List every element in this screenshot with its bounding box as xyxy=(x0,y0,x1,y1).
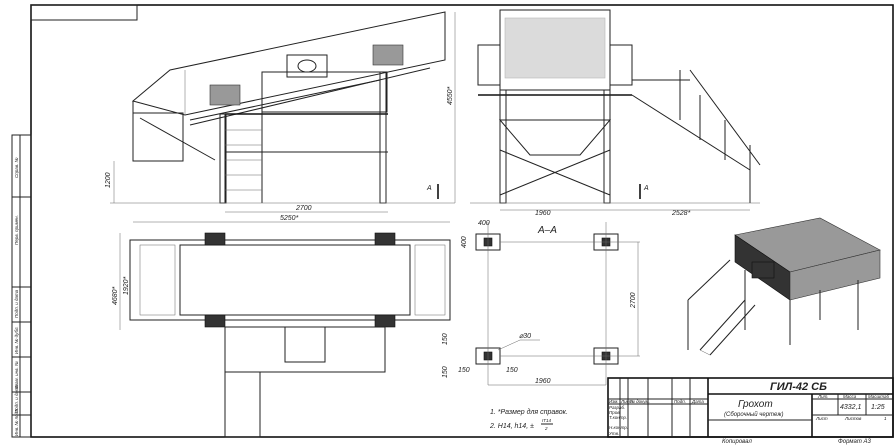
role-tech-control: Т.контр. xyxy=(609,415,627,420)
header-date: Дата xyxy=(691,399,704,404)
scale-label: Масштаб xyxy=(868,394,889,399)
note-1: 1. *Размер для справок. xyxy=(490,408,568,416)
scale-value: 1:25 xyxy=(871,404,885,411)
dim-offset-left: 150 xyxy=(458,367,470,374)
plan-stairs xyxy=(224,371,261,438)
stamp-label: Взам. инв. № xyxy=(14,361,19,389)
format-label: Формат А3 xyxy=(838,439,871,445)
section-mark: А xyxy=(643,185,649,192)
drawing-type: (Сборочный чертеж) xyxy=(724,411,783,418)
drawing-name: Грохот xyxy=(738,399,773,410)
spring-support-right xyxy=(372,44,404,66)
note-2: 2. H14, h14, ± xyxy=(489,423,534,430)
sheets-value: 1 xyxy=(884,416,887,421)
isometric-view xyxy=(687,217,881,356)
sheets-label: Листов xyxy=(844,416,862,421)
copied-label: Копировал xyxy=(722,439,752,445)
stamp-label: Справ. № xyxy=(14,157,19,178)
stamp-label: Инв. № подл. xyxy=(14,408,19,436)
dim-pad: 400 xyxy=(478,220,490,227)
front-view: 1960 2528* А xyxy=(470,9,761,217)
dim-span: 2700 xyxy=(295,205,312,212)
role-norm-control: Н.контр. xyxy=(609,425,628,430)
dim-front-base: 1960 xyxy=(535,210,551,217)
role-developer: Разраб. xyxy=(609,405,625,410)
dim-overall-length: 5250* xyxy=(280,215,299,222)
section-a-a: А–А 400 400 2700 1960 ⌀30 150 150 150 15… xyxy=(442,220,640,386)
tolerance-den: 2 xyxy=(544,426,548,431)
mass-label: Масса xyxy=(843,394,857,399)
stairs xyxy=(631,69,761,203)
dim-pad-vertical: 400 xyxy=(461,236,468,248)
top-left-stamp xyxy=(30,4,138,21)
dim-hole-diameter: ⌀30 xyxy=(519,333,531,340)
section-title: А–А xyxy=(537,225,557,236)
vibrator-drive xyxy=(286,54,328,78)
stamp-label: Подп. и дата xyxy=(14,384,19,413)
lit-label: Лит. xyxy=(817,394,829,399)
dim-leg-height: 1200 xyxy=(105,172,112,188)
mass-value: 4332,1 xyxy=(840,404,862,411)
notes: 1. *Размер для справок. 2. H14, h14, ± I… xyxy=(489,408,568,431)
dim-plan-inner: 1920* xyxy=(123,276,130,295)
stamp-label: Подп. и дата xyxy=(14,289,19,318)
header-sign: Подп. xyxy=(674,399,686,404)
header-list: Лист xyxy=(620,399,633,404)
side-stamp-column: Справ. № Перв. примен. Подп. и дата Инв.… xyxy=(11,134,32,438)
dim-section-height: 2700 xyxy=(630,292,637,309)
title-block: Изм. Лист № докум. Подп. Дата Разраб. Пр… xyxy=(607,377,894,438)
dim-total-height: 4550* xyxy=(447,86,454,105)
dim-offset-top: 150 xyxy=(442,333,449,345)
role-approved: Утв. xyxy=(609,431,619,436)
drawing-designation: ГИЛ-42 СБ xyxy=(770,381,827,393)
stamp-label: Перв. примен. xyxy=(14,215,19,245)
header-doc: № докум. xyxy=(630,399,650,404)
tolerance-num: IT14 xyxy=(542,418,552,423)
dim-section-width: 1960 xyxy=(535,378,551,385)
dim-offset-bottom: 150 xyxy=(442,366,449,378)
header-izm: Изм. xyxy=(609,399,619,404)
dim-offset-right: 150 xyxy=(506,367,518,374)
sheet-label: Лист xyxy=(815,416,828,421)
ladder xyxy=(224,72,263,203)
dim-plan-width: 4680* xyxy=(112,286,119,305)
stamp-label: Инв. № дубл. xyxy=(14,326,19,354)
plan-view: 4680* 1920* xyxy=(112,232,451,438)
side-view: 1200 4550* 2700 5250* А xyxy=(105,11,456,223)
role-checker: Пров. xyxy=(609,410,621,415)
dim-stair-length: 2528* xyxy=(671,210,691,217)
section-mark: А xyxy=(426,185,432,192)
spring-support-left xyxy=(209,84,241,106)
